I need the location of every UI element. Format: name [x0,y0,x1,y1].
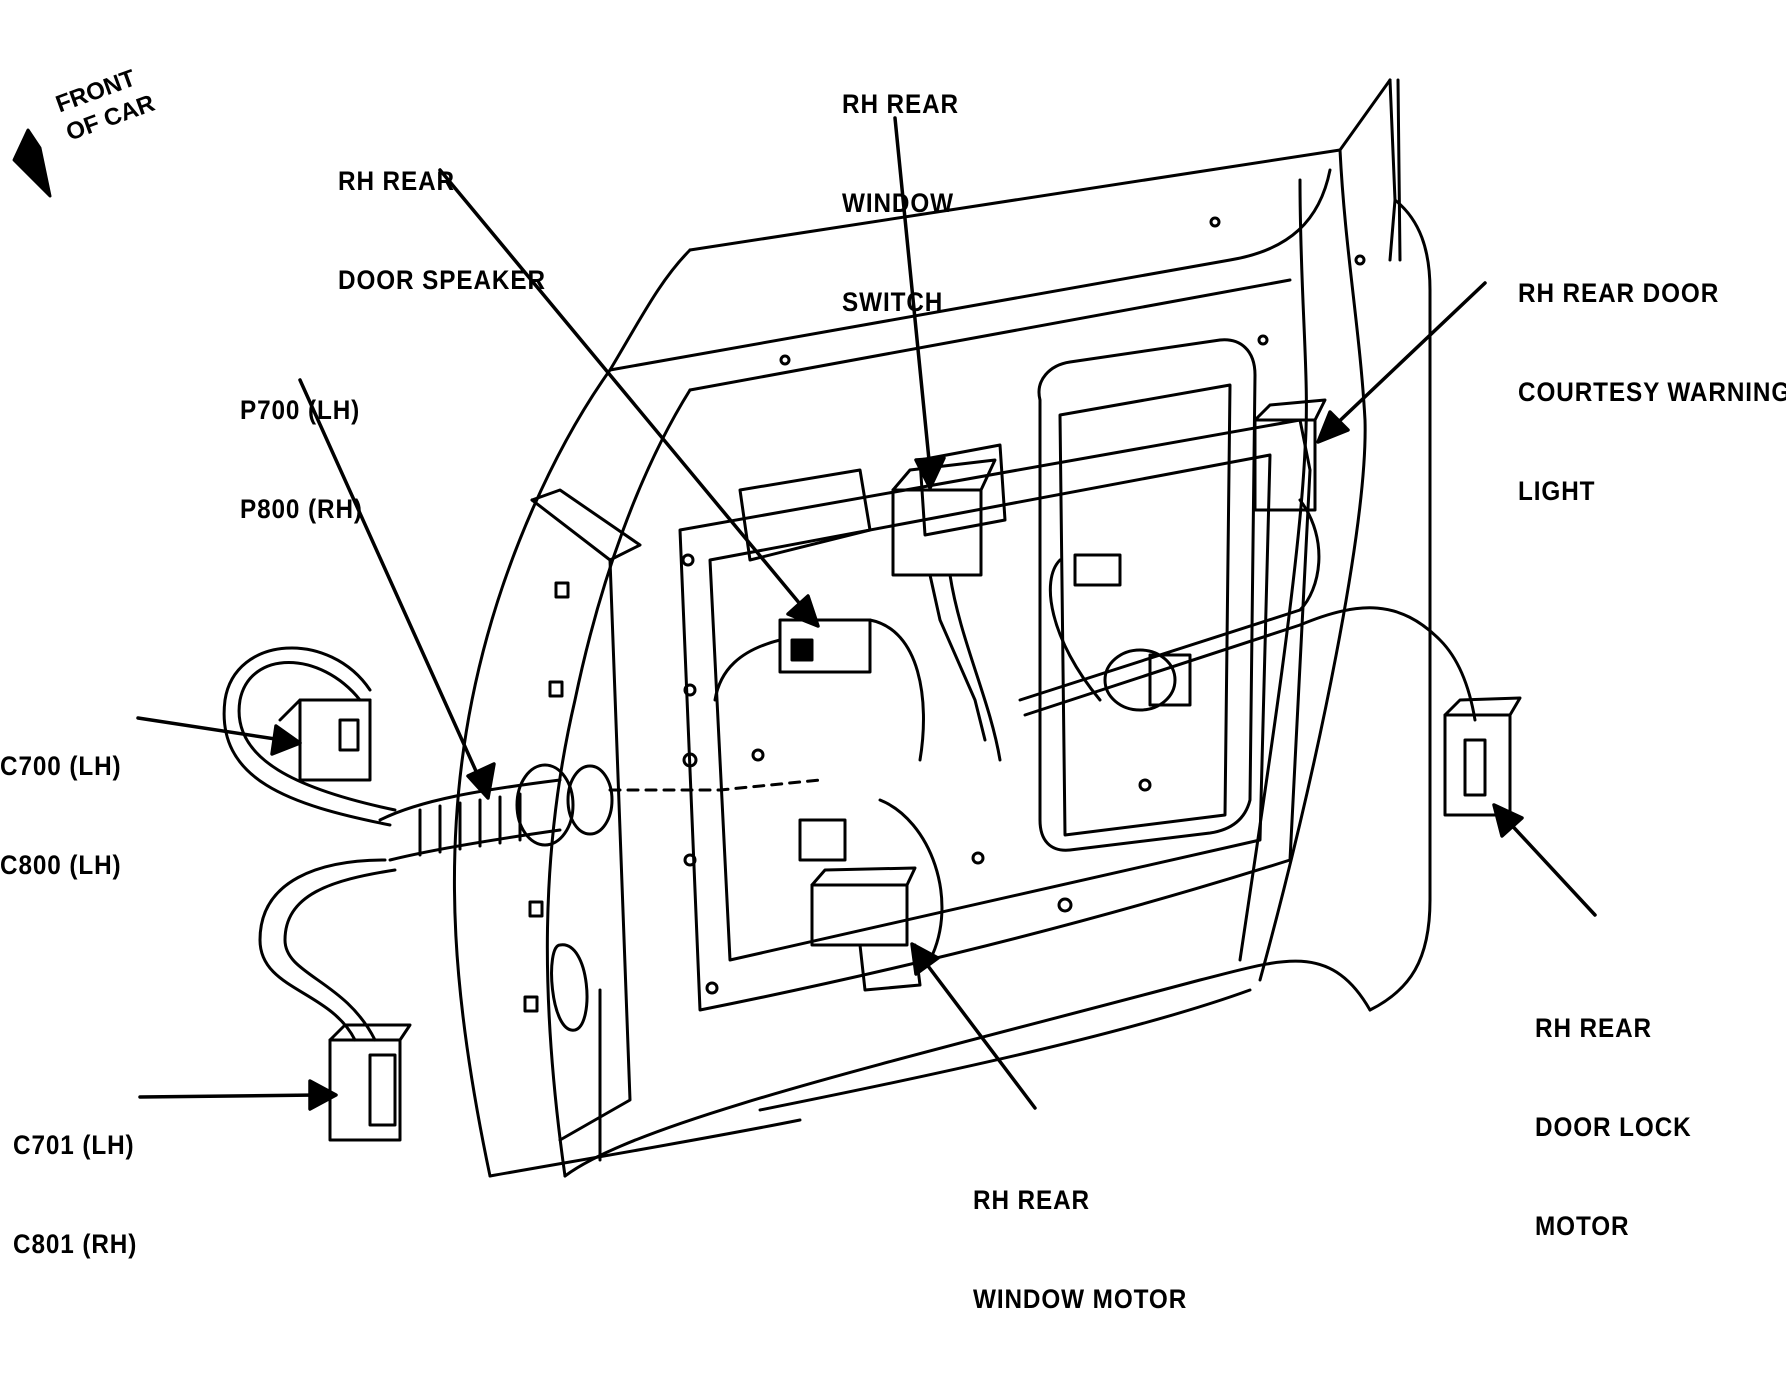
front-arrow-icon [12,128,52,198]
p-connector-label: P700 (LH) P800 (RH) [240,328,363,592]
label-line: C800 (LH) [0,850,122,880]
window-switch-label: RH REAR WINDOW SWITCH [842,22,959,385]
label-line: LIGHT [1518,476,1596,506]
courtesy-light-label: RH REAR DOOR COURTESY WARNING LIGHT [1518,211,1786,574]
label-line: RH REAR [338,166,456,196]
door-lock-motor-label: RH REAR DOOR LOCK MOTOR [1535,946,1692,1309]
door-drawing [12,78,1597,1178]
label-line: P700 (LH) [240,395,361,425]
c701-connector-label: C701 (LH) C801 (RH) [13,1063,137,1327]
hinge-pillar [523,488,642,1162]
c700-connector-label: C700 (LH) C800 (LH) [0,684,122,948]
label-line: SWITCH [842,287,944,317]
label-line: RH REAR DOOR [1518,278,1720,308]
label-line: MOTOR [1535,1211,1630,1241]
c701-connector [258,858,412,1142]
door-harness [1018,553,1477,722]
c700-connector [222,646,397,827]
label-line: RH REAR [1535,1013,1653,1043]
leader-lines [136,116,1597,1111]
courtesy-light [1253,398,1327,612]
label-line: P800 (RH) [240,494,363,524]
window-switch-connector [891,458,1002,762]
window-motor-label: RH REAR WINDOW MOTOR [973,1118,1187,1382]
speaker-connector [713,618,925,762]
wiring-diagram: FRONT OF CAR RH REAR WINDOW SWITCH RH RE… [0,22,1786,1314]
label-line: RH REAR [842,89,960,119]
inner-panel [678,216,1366,1012]
door-outer-frame [452,78,1432,1178]
label-line: C801 (RH) [13,1229,138,1259]
label-line: RH REAR [973,1185,1091,1215]
label-line: DOOR SPEAKER [338,265,546,295]
label-line: COURTESY WARNING [1518,377,1786,407]
grommet [378,763,822,862]
label-line: C701 (LH) [13,1130,135,1160]
label-line: WINDOW MOTOR [973,1284,1188,1314]
door-lock-motor-connector [1443,696,1522,817]
label-line: C700 (LH) [0,751,122,781]
label-line: DOOR LOCK [1535,1112,1692,1142]
door-speaker-label: RH REAR DOOR SPEAKER [338,99,546,363]
label-line: WINDOW [842,188,955,218]
